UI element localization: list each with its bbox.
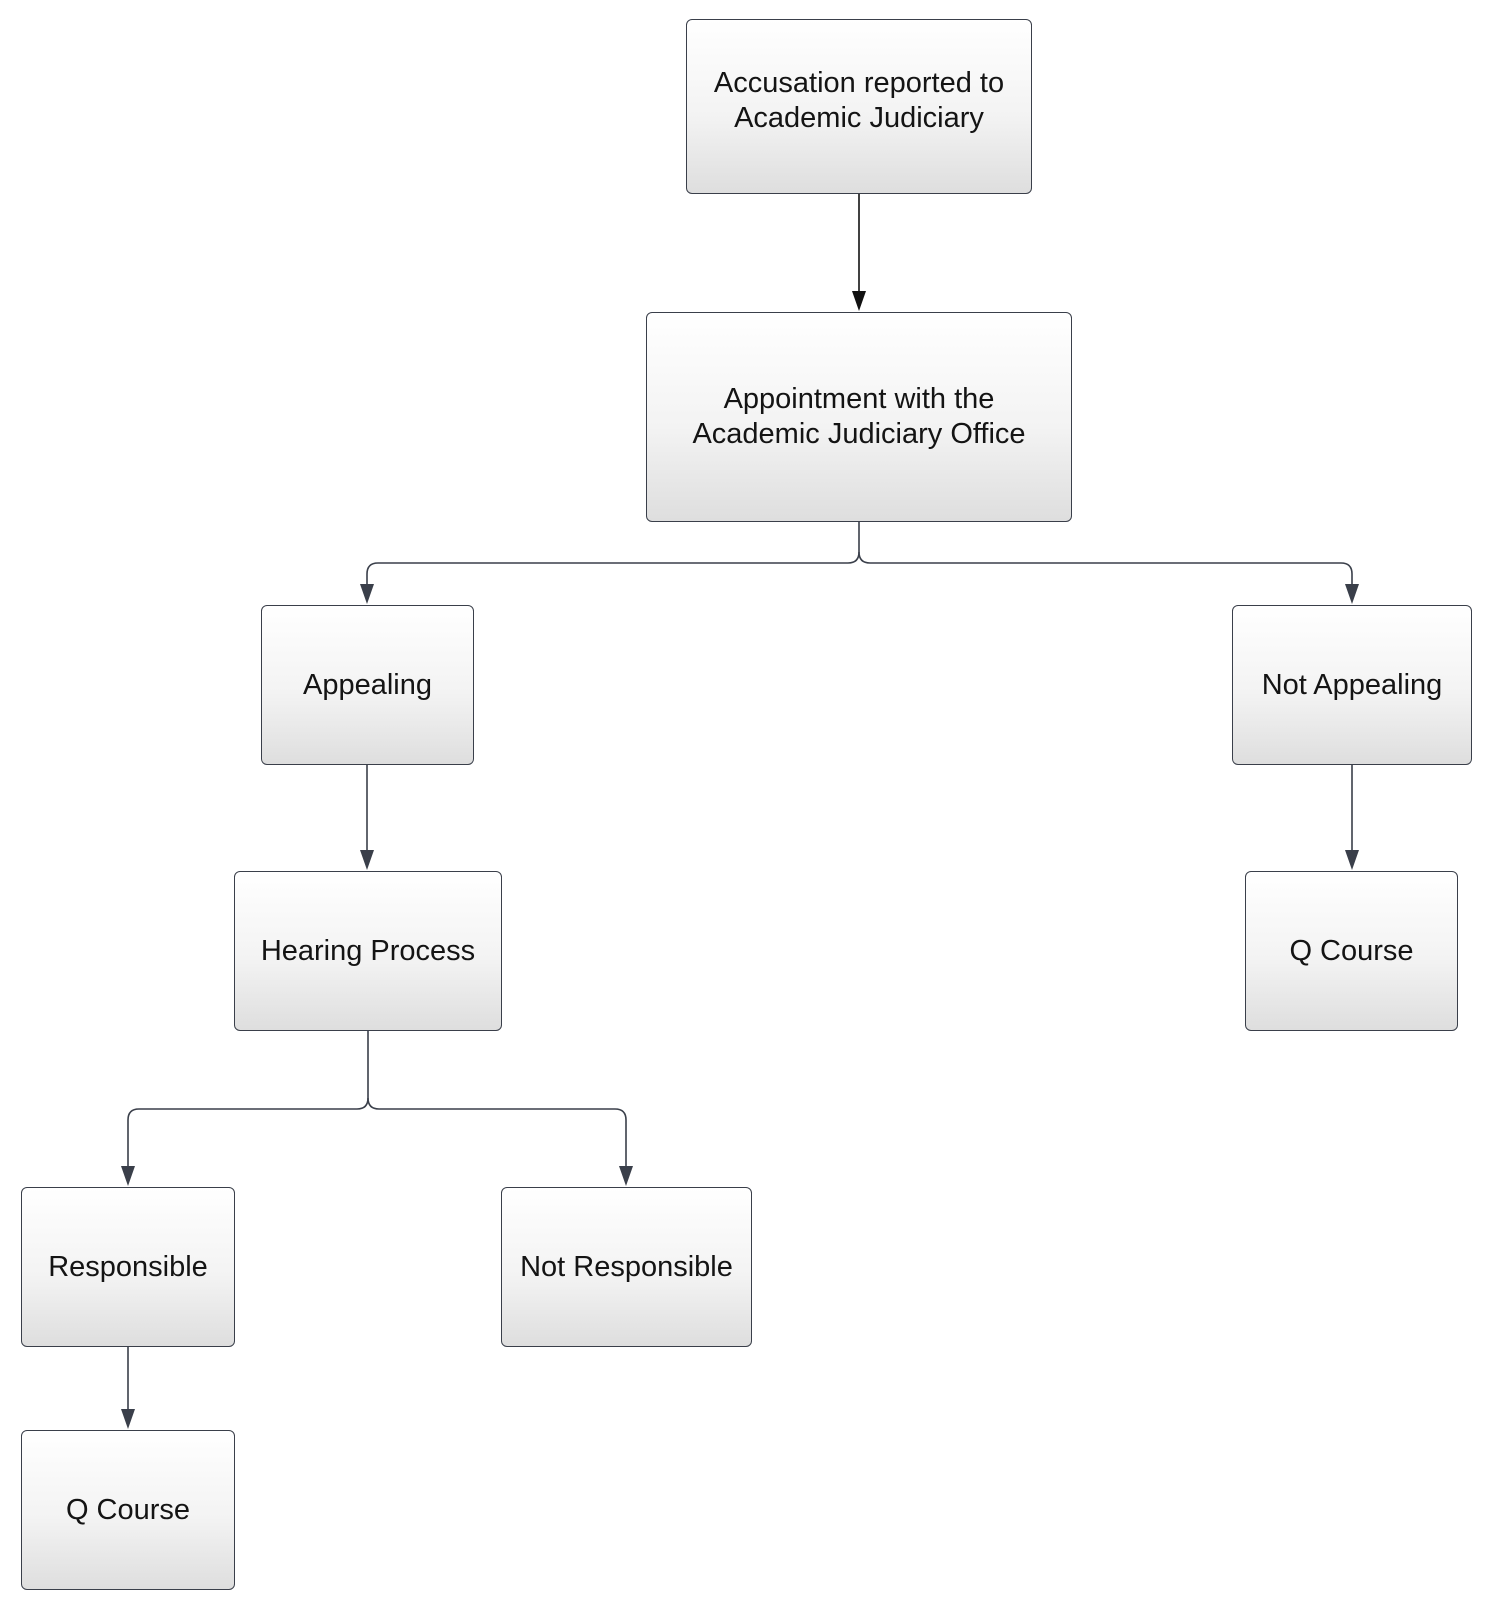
node-not-responsible-label: Not Responsible bbox=[520, 1250, 733, 1283]
node-responsible-label: Responsible bbox=[48, 1250, 208, 1283]
arrowhead-q-course-right bbox=[1345, 850, 1359, 870]
arrowhead-not-responsible bbox=[619, 1166, 633, 1186]
node-hearing-process: Hearing Process bbox=[234, 871, 502, 1031]
edge-appointment-to-appealing bbox=[366, 522, 860, 588]
arrowhead-q-course-left bbox=[121, 1409, 135, 1429]
arrowhead-responsible bbox=[121, 1166, 135, 1186]
node-not-responsible: Not Responsible bbox=[501, 1187, 752, 1347]
arrowhead-appointment bbox=[852, 291, 866, 311]
node-q-course-right: Q Course bbox=[1245, 871, 1458, 1031]
node-not-appealing-label: Not Appealing bbox=[1261, 668, 1443, 701]
edge-hearing-to-not-responsible bbox=[367, 1097, 627, 1170]
node-responsible: Responsible bbox=[21, 1187, 235, 1347]
node-q-course-left-label: Q Course bbox=[65, 1493, 191, 1526]
edge-hearing-to-responsible bbox=[127, 1031, 369, 1170]
arrowhead-hearing bbox=[360, 850, 374, 870]
arrowhead-not-appealing bbox=[1345, 584, 1359, 604]
node-accusation-label: Accusation reported to Academic Judiciar… bbox=[713, 66, 1005, 134]
node-appealing-label: Appealing bbox=[303, 668, 432, 701]
node-appointment: Appointment with the Academic Judiciary … bbox=[646, 312, 1072, 522]
node-accusation-reported: Accusation reported to Academic Judiciar… bbox=[686, 19, 1032, 194]
node-appointment-label: Appointment with the Academic Judiciary … bbox=[692, 383, 1026, 450]
arrowhead-appealing bbox=[360, 584, 374, 604]
node-q-course-left: Q Course bbox=[21, 1430, 235, 1590]
node-q-course-right-label: Q Course bbox=[1289, 934, 1414, 967]
node-appealing: Appealing bbox=[261, 605, 474, 765]
node-hearing-label: Hearing Process bbox=[260, 934, 476, 967]
edge-appointment-to-not-appealing bbox=[858, 551, 1353, 588]
node-not-appealing: Not Appealing bbox=[1232, 605, 1472, 765]
